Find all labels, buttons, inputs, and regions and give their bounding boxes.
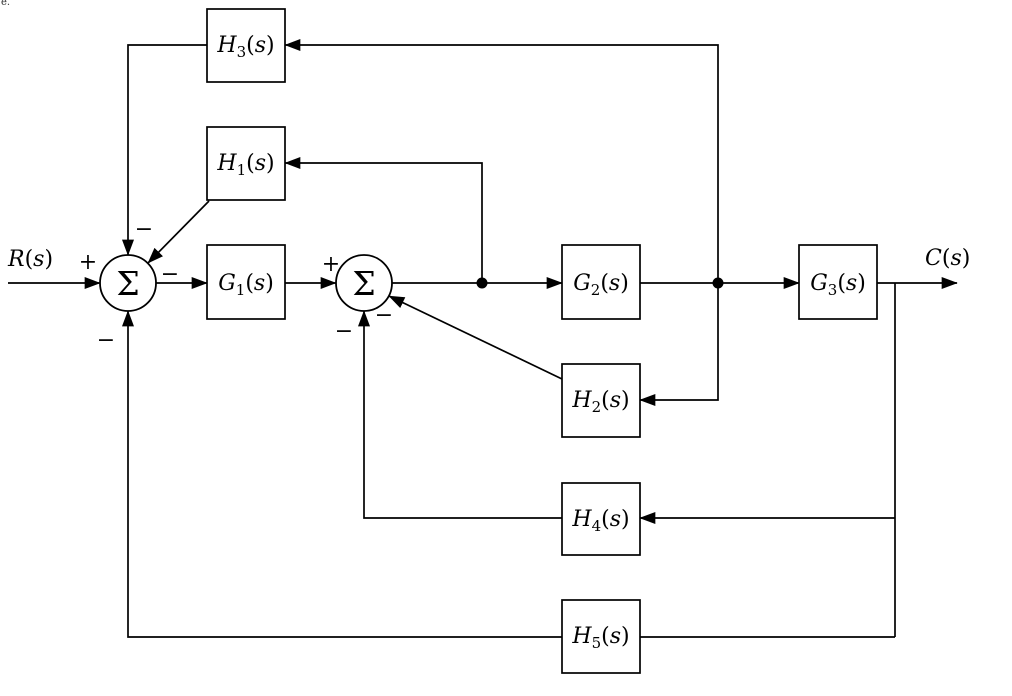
g3-box xyxy=(798,244,878,320)
wire-h5-to-sum1 xyxy=(122,310,562,638)
g2-box xyxy=(561,244,641,320)
block-h2: H2(s) xyxy=(561,363,641,438)
summing-junction-1: Σ + − − − xyxy=(79,217,179,353)
g3-label: G3(s) xyxy=(810,271,866,299)
block-h3: H3(s) xyxy=(206,8,286,83)
block-g2: G2(s) xyxy=(561,244,641,320)
block-g3: G3(s) xyxy=(798,244,878,320)
output-signal-label: C(s) xyxy=(925,246,970,271)
wire-h4-to-sum2 xyxy=(358,310,562,519)
g2-label: G2(s) xyxy=(573,271,629,299)
input-signal-label: R(s) xyxy=(7,247,53,272)
h1-label: H1(s) xyxy=(216,151,274,179)
wire-h1-to-sum1-diagonal xyxy=(147,200,210,264)
h3-box xyxy=(206,8,286,83)
sum1-sigma-symbol: Σ xyxy=(116,264,139,303)
g1-box xyxy=(206,244,286,320)
wire-node2-to-h2 xyxy=(639,283,719,406)
sum2-diagonal-minus-sign: − xyxy=(375,303,393,328)
sum2-input-plus-sign: + xyxy=(322,252,340,277)
sum2-circle xyxy=(335,254,393,312)
sum1-bottom-minus-sign: − xyxy=(97,328,115,353)
pickoff-node-1 xyxy=(476,277,488,289)
h4-box xyxy=(561,482,641,556)
wire-h3-to-sum1 xyxy=(122,44,207,256)
g1-label: G1(s) xyxy=(218,271,274,299)
h5-box xyxy=(561,599,641,674)
summing-junction-2: Σ + − − xyxy=(322,252,393,344)
h2-box xyxy=(561,363,641,438)
h5-label: H5(s) xyxy=(571,624,629,652)
h3-label: H3(s) xyxy=(216,33,274,61)
h2-label: H2(s) xyxy=(571,388,629,416)
wire-h2-to-sum2-diagonal xyxy=(388,295,563,380)
sum1-circle xyxy=(99,254,157,312)
block-g1: G1(s) xyxy=(206,244,286,320)
block-h4: H4(s) xyxy=(561,482,641,556)
h1-box xyxy=(206,126,286,201)
sum1-top-minus-sign: − xyxy=(135,217,153,242)
sum1-input-plus-sign: + xyxy=(79,250,97,275)
block-h1: H1(s) xyxy=(206,126,286,201)
sum2-bottom-minus-sign: − xyxy=(335,319,353,344)
pickoff-node-2 xyxy=(712,277,724,289)
block-h5: H5(s) xyxy=(561,599,641,674)
wire-node2-to-h3 xyxy=(284,39,719,283)
wire-node1-to-h1 xyxy=(284,157,483,283)
corner-text-fragment: e. xyxy=(1,0,10,8)
sum2-sigma-symbol: Σ xyxy=(352,264,375,303)
sum1-diagonal-minus-sign: − xyxy=(161,262,179,287)
h4-label: H4(s) xyxy=(571,507,629,535)
